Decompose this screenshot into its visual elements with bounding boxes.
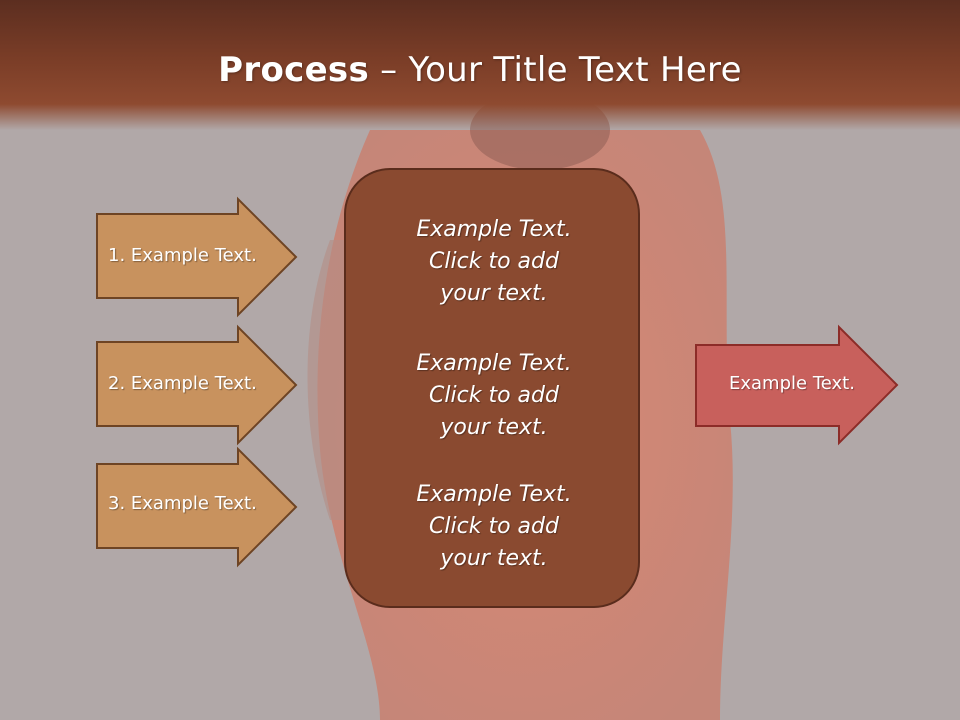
center-paragraph-1: Example Text. Click to add your text. (346, 214, 642, 310)
center-paragraph-1-line-2: Click to add (429, 249, 559, 274)
center-paragraph-3: Example Text. Click to add your text. (346, 479, 642, 575)
center-paragraph-1-line-1: Example Text. (416, 217, 572, 242)
left-arrow-3-label: 3. Example Text. (108, 493, 257, 514)
page-title: Process – Your Title Text Here (0, 50, 960, 90)
left-arrow-2-label: 2. Example Text. (108, 373, 257, 394)
center-paragraph-2-line-1: Example Text. (416, 351, 572, 376)
left-arrow-1-shape (96, 196, 298, 318)
right-arrow-shape (695, 324, 899, 446)
right-arrow[interactable]: Example Text. (695, 324, 899, 446)
title-bar (0, 0, 960, 130)
left-arrow-2-shape (96, 324, 298, 446)
center-paragraph-2-line-3: your text. (440, 415, 548, 440)
right-arrow-label: Example Text. (729, 373, 855, 394)
title-bold: Process (218, 50, 370, 90)
center-text-box[interactable]: Example Text. Click to add your text. Ex… (344, 168, 640, 608)
left-arrow-1-label: 1. Example Text. (108, 245, 257, 266)
center-paragraph-1-line-3: your text. (440, 281, 548, 306)
center-paragraph-2-line-2: Click to add (429, 383, 559, 408)
center-paragraph-3-line-1: Example Text. (416, 482, 572, 507)
center-paragraph-3-line-2: Click to add (429, 514, 559, 539)
left-arrow-3-shape (96, 446, 298, 568)
left-arrow-3[interactable]: 3. Example Text. (96, 446, 300, 568)
center-paragraph-3-line-3: your text. (440, 546, 548, 571)
left-arrow-2[interactable]: 2. Example Text. (96, 324, 300, 446)
left-arrow-1[interactable]: 1. Example Text. (96, 196, 300, 318)
center-paragraph-2: Example Text. Click to add your text. (346, 348, 642, 444)
title-rest: – Your Title Text Here (369, 50, 742, 90)
